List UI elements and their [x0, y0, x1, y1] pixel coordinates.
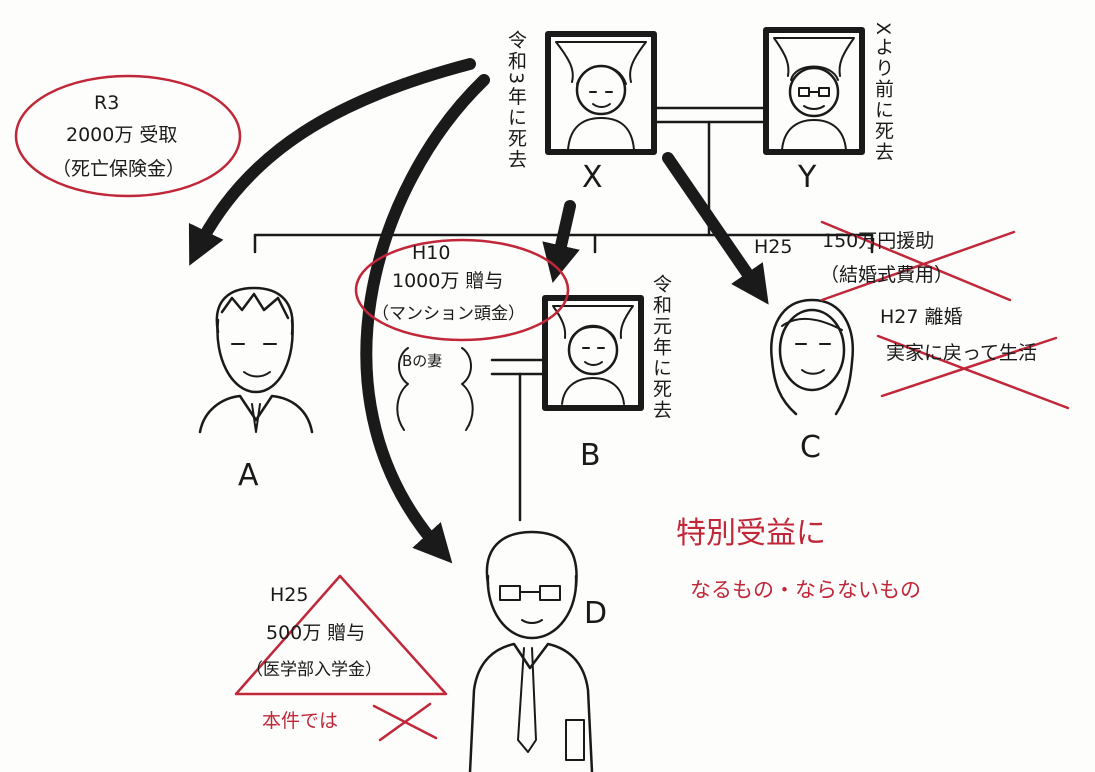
arrow-to-d	[360, 74, 490, 564]
label-y: Y	[798, 160, 817, 195]
note-b-death: 令和元年に死去	[650, 274, 672, 421]
circle-b-gift	[354, 238, 570, 342]
transfer-arrows	[188, 58, 769, 564]
figure-b-spouse	[396, 347, 474, 431]
label-b: B	[580, 438, 601, 473]
label-c: C	[800, 430, 821, 465]
portrait-b	[542, 295, 644, 411]
cross-d-verdict	[372, 702, 438, 742]
insurance-detail: （死亡保険金）	[52, 158, 186, 180]
note-y-death: Xより前に死去	[872, 22, 894, 164]
label-x: X	[582, 160, 603, 195]
figure-c	[770, 298, 854, 416]
c-support-amount: 150万円援助	[822, 230, 935, 252]
red-marks	[14, 74, 1070, 742]
insurance-year: R3	[94, 92, 120, 114]
cross-c-support	[820, 220, 1016, 302]
arrow-to-b	[542, 200, 580, 283]
d-gift-detail: （医学部入学金）	[246, 660, 382, 680]
c-support-year: H25	[754, 236, 793, 258]
note-x-death: 令和3年に死去	[505, 30, 527, 171]
cross-c-divorce	[876, 334, 1070, 410]
c-divorce-line2: 実家に戻って生活	[886, 342, 1038, 364]
portrait-y	[763, 27, 865, 155]
caption-title: 特別受益に	[676, 516, 826, 551]
b-gift-detail: （マンション頭金）	[372, 304, 525, 324]
figure-d	[468, 530, 594, 772]
family-tree-lines	[253, 106, 874, 522]
b-gift-amount: 1000万 贈与	[392, 270, 504, 292]
caption-subtitle: なるもの・ならないもの	[690, 578, 921, 602]
label-b-spouse: Bの妻	[402, 352, 443, 370]
arrow-to-c	[662, 152, 769, 305]
triangle-d-gift	[234, 574, 448, 696]
d-gift-amount: 500万 贈与	[266, 622, 366, 644]
label-d: D	[584, 596, 608, 631]
c-divorce-line1: H27 離婚	[880, 306, 963, 328]
b-gift-year: H10	[412, 242, 451, 264]
d-gift-year: H25	[270, 584, 309, 606]
figure-a	[198, 286, 314, 434]
label-a: A	[238, 458, 259, 493]
insurance-amount: 2000万 受取	[66, 124, 178, 146]
portrait-x	[545, 31, 657, 155]
c-support-detail: （結婚式費用）	[820, 264, 954, 286]
circle-insurance	[14, 74, 242, 198]
d-gift-verdict: 本件では	[262, 710, 339, 732]
arrow-to-a	[188, 58, 476, 266]
